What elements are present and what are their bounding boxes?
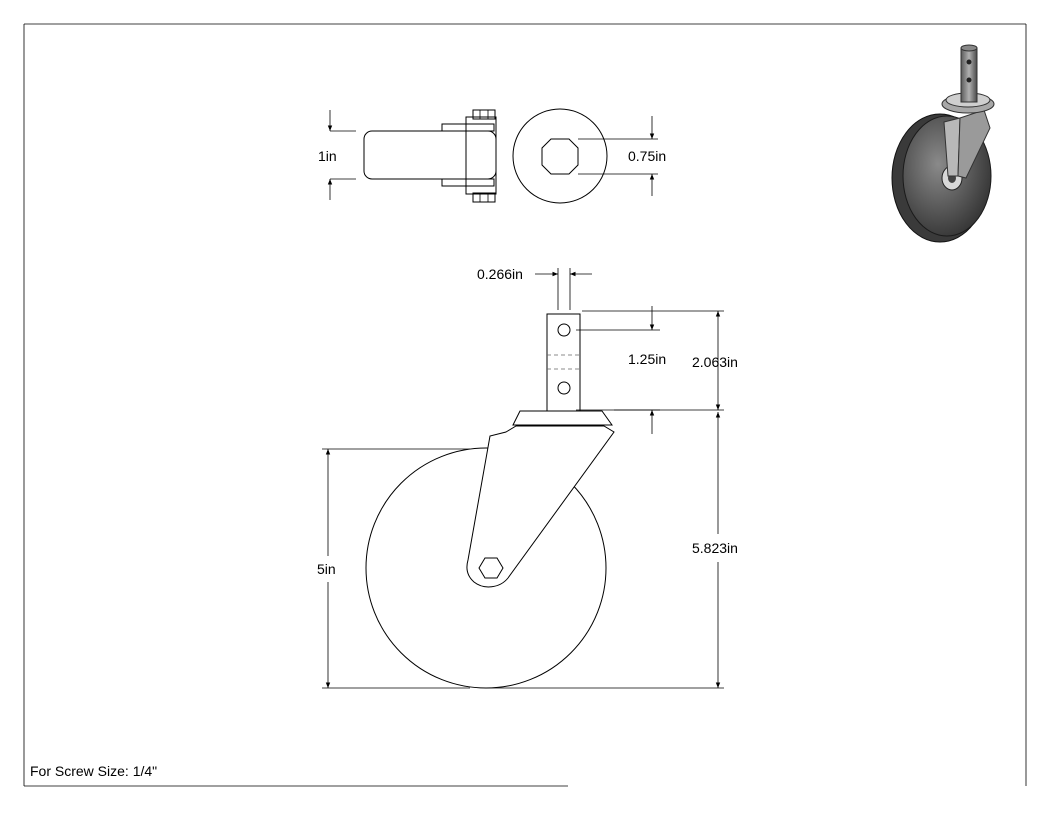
isometric-render xyxy=(891,44,995,243)
dim-label-hole-spacing: 1.25in xyxy=(628,351,666,367)
dim-stem-hole: 0.266in xyxy=(477,266,592,310)
top-view-wheel xyxy=(363,130,497,180)
dim-stem-across-flats: 0.75in xyxy=(578,116,666,196)
front-view-axle-nut xyxy=(478,557,504,579)
front-view xyxy=(365,313,615,689)
dim-stem-height: 2.063in xyxy=(582,310,738,411)
front-view-stem-hole-lower xyxy=(557,381,571,395)
top-view xyxy=(363,108,608,204)
front-view-fork-arm xyxy=(466,425,615,588)
dim-label-top-width: 1in xyxy=(318,148,337,164)
front-view-swivel-cap xyxy=(512,410,613,426)
dim-overall-height: 5.823in xyxy=(486,412,738,689)
dim-label-overall-height: 5.823in xyxy=(692,540,738,556)
top-view-swivel-plate xyxy=(512,108,608,204)
dim-wheel-diameter: 5in xyxy=(317,448,470,689)
dim-label-stem-hole: 0.266in xyxy=(477,266,523,282)
screw-size-note: For Screw Size: 1/4" xyxy=(30,763,157,779)
dim-label-stem-height: 2.063in xyxy=(692,354,738,370)
top-view-bolt-head-bottom xyxy=(472,192,496,203)
sheet-border xyxy=(23,23,1027,787)
front-view-stem xyxy=(546,313,581,412)
top-view-fork-body xyxy=(465,116,497,195)
top-view-fork-plate-upper xyxy=(441,123,495,132)
top-view-fork-plate-lower xyxy=(441,178,495,187)
dim-label-wheel-diameter: 5in xyxy=(317,561,336,577)
dim-top-width: 1in xyxy=(318,110,356,200)
top-view-octagon-stem xyxy=(541,138,579,175)
dim-label-stem-across-flats: 0.75in xyxy=(628,148,666,164)
top-view-bolt-head-top xyxy=(472,109,496,120)
front-view-stem-hole-upper xyxy=(557,323,571,337)
